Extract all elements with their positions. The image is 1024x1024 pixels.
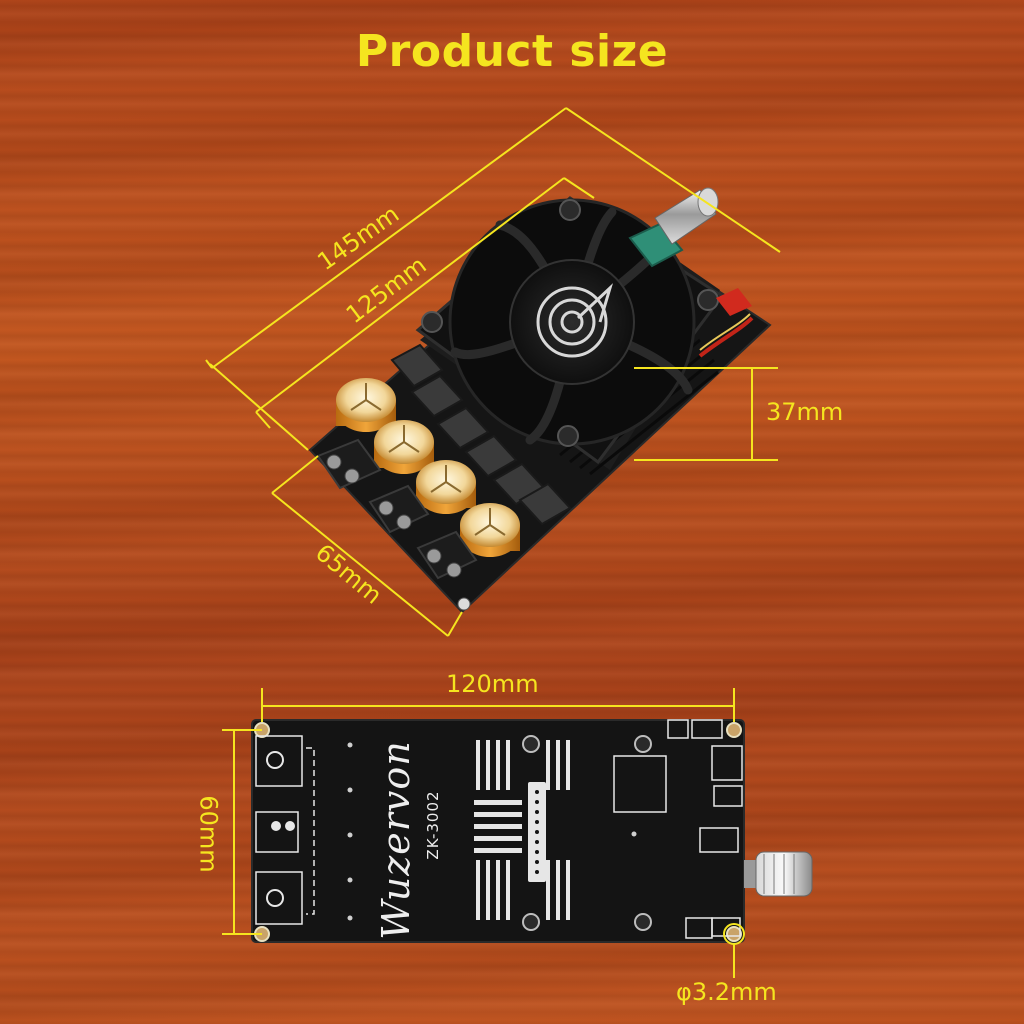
terminal-blocks (316, 438, 478, 580)
top-view-board (308, 187, 772, 614)
vent-slots (474, 740, 570, 920)
dim-hole-diameter: φ3.2mm (676, 978, 777, 1006)
dim-height: 37mm (766, 398, 844, 426)
bottom-view-board (251, 719, 813, 943)
volume-knob-top (654, 187, 719, 245)
potentiometer-base (628, 222, 684, 268)
dimension-lines-bottom (222, 688, 745, 978)
capacitors (336, 378, 520, 557)
volume-knob-bottom (744, 851, 813, 897)
dim-width-bottom: 60mm (194, 795, 223, 873)
brand-logo-text: Wuzervon (374, 740, 418, 940)
model-text: ZK-3002 (424, 790, 442, 860)
red-connector (716, 288, 752, 316)
dimension-lines-top (205, 107, 781, 637)
inductors (390, 343, 572, 526)
page-title: Product size (355, 26, 669, 77)
bottom-pcb (251, 719, 745, 943)
dim-length-bottom: 120mm (446, 670, 539, 698)
